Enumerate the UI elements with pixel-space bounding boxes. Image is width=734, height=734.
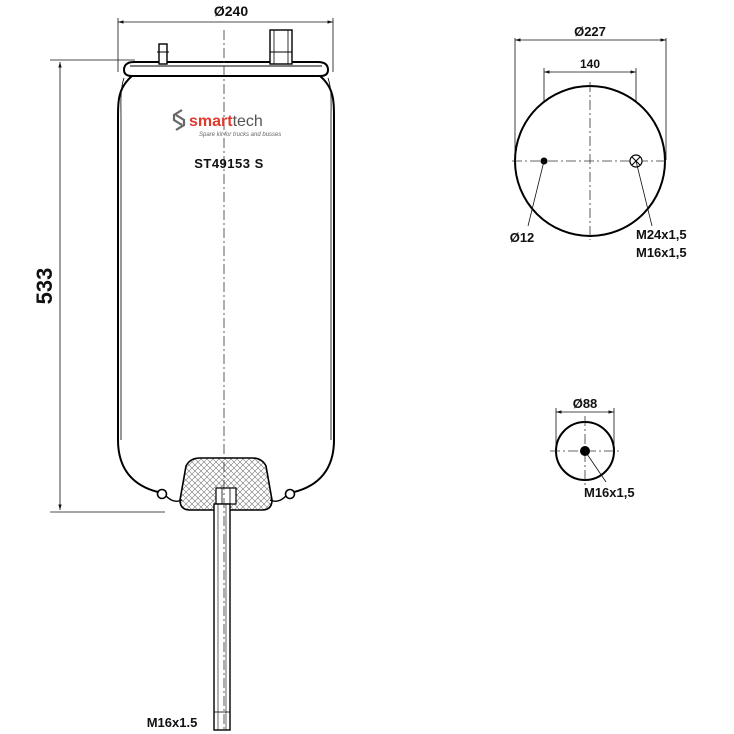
piston bbox=[165, 457, 287, 511]
height-dimension-label: 533 bbox=[32, 268, 57, 305]
top-plate bbox=[122, 29, 330, 77]
height-dimension: 533 bbox=[32, 59, 165, 513]
part-number: ST49153 S bbox=[194, 156, 264, 171]
s-logo-icon bbox=[172, 109, 186, 131]
brand-name-part2: tech bbox=[233, 113, 263, 130]
brand-logo: smarttech Spare kit for trucks and busse… bbox=[172, 109, 281, 138]
bellow-body bbox=[117, 75, 335, 493]
outer-diameter-label: Ø227 bbox=[574, 24, 606, 39]
thread-label-2: M16x1,5 bbox=[636, 245, 687, 260]
thread-label-1: M24x1,5 bbox=[636, 227, 687, 242]
brand-name-part1: smart bbox=[189, 113, 233, 130]
threaded-rod bbox=[213, 503, 231, 731]
piston-diameter-label: Ø88 bbox=[573, 396, 598, 411]
bolt-spacing-label: 140 bbox=[580, 57, 600, 71]
top-view: Ø227 140 Ø12 M24x1,5 M16x1,5 bbox=[510, 24, 687, 260]
width-dimension-label: Ø240 bbox=[214, 3, 248, 19]
bottom-view: Ø88 M16x1,5 bbox=[550, 396, 635, 500]
svg-text:smarttech: smarttech bbox=[189, 113, 263, 130]
piston-thread-label: M16x1,5 bbox=[584, 485, 635, 500]
mounting-bolt bbox=[269, 29, 293, 65]
main-view: Ø240 533 bbox=[32, 3, 335, 731]
air-stud bbox=[158, 43, 168, 65]
hole-diameter-label: Ø12 bbox=[510, 230, 535, 245]
width-dimension: Ø240 bbox=[117, 3, 334, 72]
brand-tagline: Spare kit for trucks and busses bbox=[199, 132, 281, 138]
rod-thread-label: M16x1.5 bbox=[147, 715, 198, 730]
